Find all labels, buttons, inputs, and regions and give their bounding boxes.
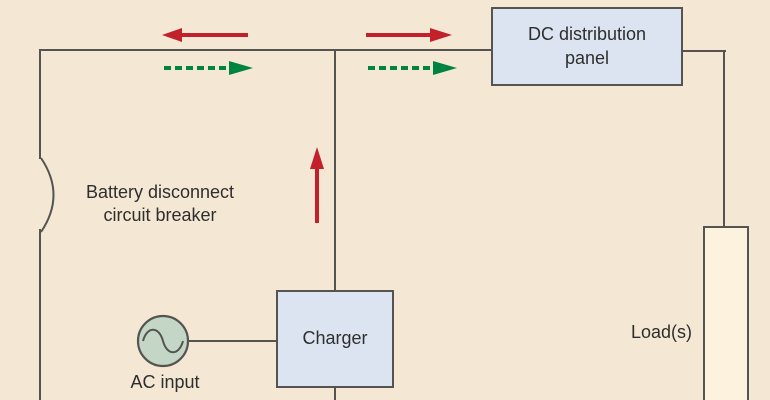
charger-output-arrow-up-icon	[310, 147, 324, 223]
dc-distribution-panel-box: DC distribution panel	[491, 7, 683, 86]
charge-current-arrow-right-icon	[164, 61, 253, 75]
charge-current-arrow-right-2-icon	[368, 61, 457, 75]
dc-distribution-panel-label: DC distribution panel	[527, 23, 647, 68]
wire-left-lower	[39, 229, 41, 400]
supply-current-arrow-right-icon	[366, 28, 452, 42]
ac-input-label: AC input	[130, 372, 200, 392]
charger-box: Charger	[276, 290, 394, 388]
charger-label: Charger	[302, 328, 368, 349]
ac-source-icon	[136, 314, 190, 368]
wire-ac-to-charger	[187, 340, 276, 342]
wire-panel-right-horizontal	[683, 50, 726, 52]
wire-right-vertical	[723, 50, 725, 227]
battery-disconnect-breaker-label: Battery disconnect circuit breaker	[85, 182, 235, 225]
wire-left-upper	[39, 49, 41, 159]
circuit-breaker-icon	[40, 157, 55, 233]
wire-charger-vertical	[334, 50, 336, 290]
wire-top-horizontal	[40, 49, 491, 51]
loads-label: Load(s)	[630, 322, 692, 342]
discharge-current-arrow-left-icon	[162, 28, 248, 42]
load-resistor-box	[703, 226, 749, 400]
wire-charger-stub	[334, 387, 336, 400]
